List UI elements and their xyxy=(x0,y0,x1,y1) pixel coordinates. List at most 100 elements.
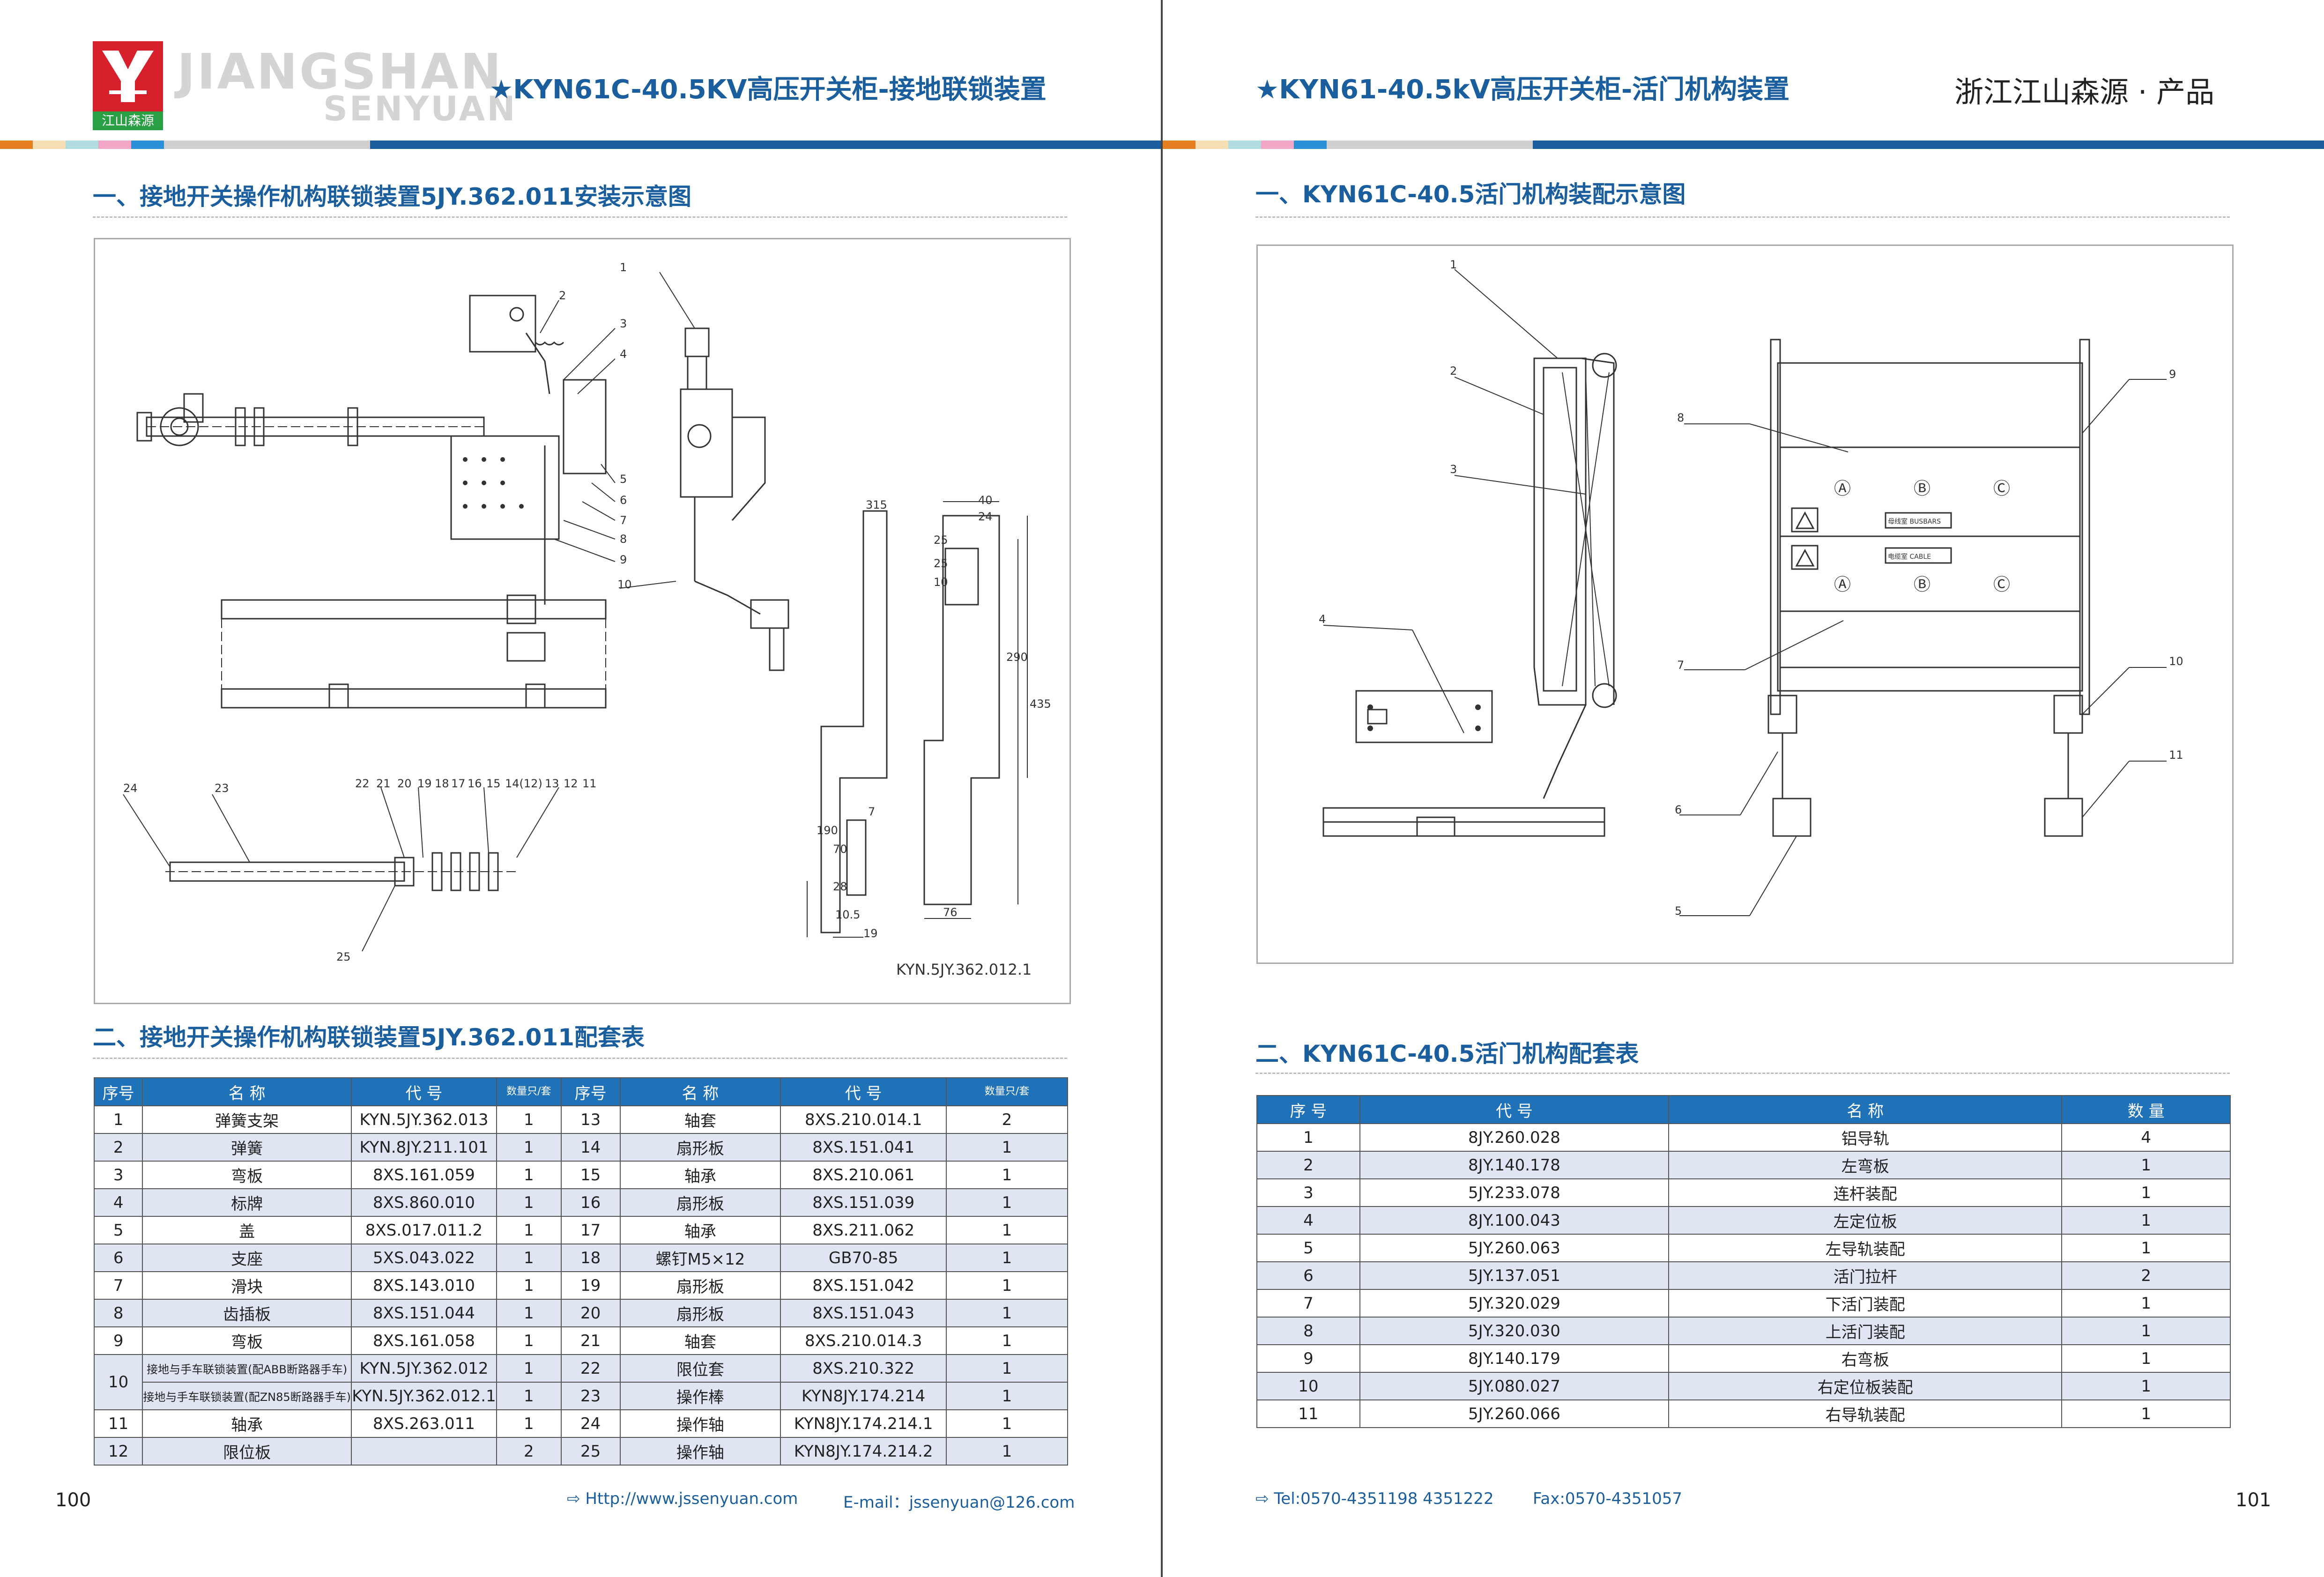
cell: 20 xyxy=(560,1299,621,1327)
callout-6: 6 xyxy=(1675,803,1682,816)
dim-label: 19 xyxy=(863,927,878,940)
cell: 4 xyxy=(1256,1206,1360,1235)
cell: 9 xyxy=(1256,1344,1360,1373)
col-header: 序号 xyxy=(560,1077,621,1106)
callout-4: 4 xyxy=(620,348,627,361)
technical-drawing: 1 2 3 4 5 6 7 8 9 10 24 23 22 21 20 19 1… xyxy=(123,261,1051,978)
dim-label: 190 xyxy=(817,824,838,837)
cell: KYN8JY.174.214.1 xyxy=(780,1409,947,1438)
cell: 盖 xyxy=(142,1216,352,1244)
cell: 1 xyxy=(946,1271,1068,1300)
dim-label: 10 xyxy=(934,576,948,589)
figure-shutter-assembly: 母线室 BUSBARS 电缆室 CABLE Ⓐ Ⓑ Ⓒ Ⓐ Ⓑ Ⓒ xyxy=(1256,244,2234,964)
section-title-1: 一、接地开关操作机构联锁装置5JY.362.011安装示意图 xyxy=(93,183,692,210)
phase-b-label: Ⓑ xyxy=(1914,479,1930,498)
callout-10: 10 xyxy=(617,578,632,591)
cell: 标牌 xyxy=(142,1188,352,1217)
logo-badge: 江山森源 xyxy=(93,111,163,130)
tel-text: Tel:0570-4351198 4351222 xyxy=(1274,1489,1494,1508)
cell: 弹簧支架 xyxy=(142,1105,352,1134)
phase-c-label: Ⓒ xyxy=(1993,479,2010,498)
cell: 8XS.161.058 xyxy=(351,1326,497,1355)
callout-13: 13 xyxy=(545,777,559,790)
cell: 扇形板 xyxy=(619,1188,781,1217)
cell: 1 xyxy=(2061,1206,2231,1235)
cell: 1 xyxy=(496,1271,562,1300)
cell: 2 xyxy=(93,1133,143,1162)
cell: 限位板 xyxy=(142,1437,352,1466)
col-header: 名 称 xyxy=(1668,1095,2063,1124)
cell: 1 xyxy=(496,1216,562,1244)
shutter-drawing: 母线室 BUSBARS 电缆室 CABLE Ⓐ Ⓑ Ⓒ Ⓐ Ⓑ Ⓒ xyxy=(1319,258,2183,918)
cell: 1 xyxy=(2061,1289,2231,1318)
divider xyxy=(1255,216,2230,218)
dim-label: 40 xyxy=(978,494,993,507)
callout-19: 19 xyxy=(417,777,432,790)
footer-website[interactable]: ⇨ Http://www.jssenyuan.com xyxy=(567,1489,798,1508)
cell: 8XS.263.011 xyxy=(351,1409,497,1438)
cell: 8JY.140.178 xyxy=(1359,1151,1670,1179)
logo-wordmark: JIANGSHAN xyxy=(177,43,503,100)
footer-tel: ⇨ Tel:0570-4351198 4351222 xyxy=(1255,1489,1494,1508)
cell: 18 xyxy=(560,1244,621,1272)
cell: 2 xyxy=(2061,1261,2231,1290)
callout-23: 23 xyxy=(215,782,229,795)
cell: 1 xyxy=(946,1161,1068,1189)
cell: 1 xyxy=(946,1216,1068,1244)
cell: 接地与手车联锁装置(配ABB断路器手车) xyxy=(142,1354,352,1383)
table-row: 10 接地与手车联锁装置(配ABB断路器手车) KYN.5JY.362.012 … xyxy=(93,1354,1068,1410)
col-header: 数 量 xyxy=(2061,1095,2231,1124)
cell: 8XS.210.322 xyxy=(780,1354,947,1383)
cell: 齿插板 xyxy=(142,1299,352,1327)
dim-label: 28 xyxy=(833,880,847,893)
cell: 17 xyxy=(560,1216,621,1244)
callout-1: 1 xyxy=(620,261,627,274)
cell: 8XS.017.011.2 xyxy=(351,1216,497,1244)
cell: 1 xyxy=(2061,1344,2231,1373)
cell: 25 xyxy=(560,1437,621,1466)
cell: 1 xyxy=(2061,1372,2231,1400)
page-number: 101 xyxy=(2235,1489,2272,1511)
page-number: 100 xyxy=(55,1489,91,1511)
callout-11: 11 xyxy=(2169,748,2183,762)
cell: 8XS.151.043 xyxy=(780,1299,947,1327)
callout-9: 9 xyxy=(2169,368,2176,381)
cell: 5JY.260.066 xyxy=(1359,1399,1670,1428)
cell: 8JY.140.179 xyxy=(1359,1344,1670,1373)
page-title: ★KYN61C-40.5KV高压开关柜-接地联锁装置 xyxy=(490,74,1047,105)
cell: 8XS.151.044 xyxy=(351,1299,497,1327)
phase-a-label: Ⓐ xyxy=(1834,575,1851,594)
col-header: 数量只/套 xyxy=(496,1077,562,1106)
col-header: 序号 xyxy=(93,1077,143,1106)
phase-c-label: Ⓒ xyxy=(1993,575,2010,594)
cell: 弯板 xyxy=(142,1161,352,1189)
callout-6: 6 xyxy=(620,494,627,507)
cell: 扇形板 xyxy=(619,1271,781,1300)
website-link[interactable]: Http://www.jssenyuan.com xyxy=(585,1489,798,1508)
cell: 1 xyxy=(2061,1234,2231,1262)
cell: 3 xyxy=(1256,1178,1360,1207)
cell: 1 xyxy=(496,1133,562,1162)
footer-email[interactable]: E-mail：jssenyuan@126.com xyxy=(843,1493,1075,1512)
col-header: 数量只/套 xyxy=(946,1077,1068,1106)
cell: 8XS.161.059 xyxy=(351,1161,497,1189)
cell: 8XS.210.014.3 xyxy=(780,1326,947,1355)
callout-9: 9 xyxy=(620,553,627,566)
cell: 1 xyxy=(496,1299,562,1327)
right-page: ★KYN61-40.5kV高压开关柜-活门机构装置 浙江江山森源 · 产品 一、… xyxy=(1163,0,2324,1577)
dim-label: 25 xyxy=(934,557,948,570)
callout-24: 24 xyxy=(123,782,138,795)
section-title-2: 二、接地开关操作机构联锁装置5JY.362.011配套表 xyxy=(93,1024,645,1051)
drawing-code: KYN.5JY.362.012.1 xyxy=(896,961,1032,978)
cell: 8XS.151.039 xyxy=(780,1188,947,1217)
